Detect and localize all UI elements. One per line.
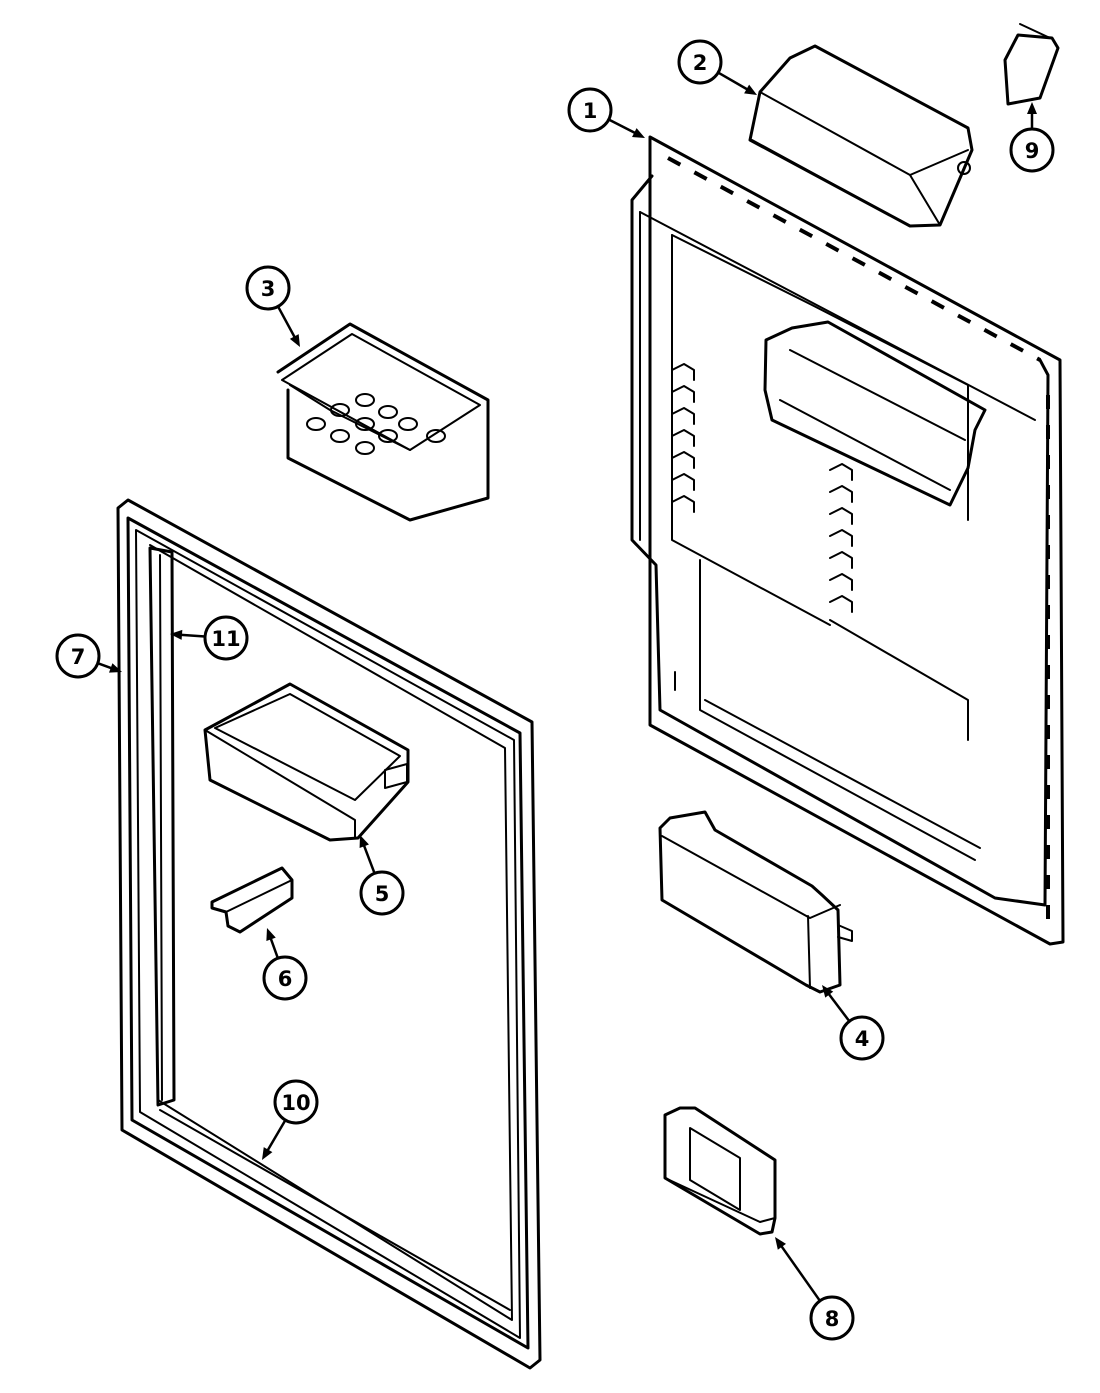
- callout-arrowhead: [262, 1147, 273, 1160]
- callout-arrowhead: [289, 334, 300, 347]
- callout-leader-line: [825, 990, 851, 1022]
- callout-arrowhead: [109, 663, 122, 673]
- callout-arrowhead: [632, 128, 645, 138]
- callout-number: 7: [71, 645, 86, 669]
- callout-number: 8: [825, 1307, 840, 1331]
- callout-circle: [677, 39, 723, 85]
- callout-arrowhead: [266, 928, 276, 941]
- dairy-bin-part: [658, 810, 853, 994]
- callout-3: 3: [245, 265, 300, 347]
- callout-9: 9: [1009, 102, 1055, 173]
- callout-10: 10: [262, 1079, 319, 1160]
- callout-number: 10: [281, 1091, 310, 1115]
- callout-circle: [839, 1015, 885, 1061]
- callout-number: 6: [278, 967, 293, 991]
- callout-circle: [359, 870, 405, 916]
- callout-arrowhead: [359, 835, 369, 848]
- door-bin-part: [203, 682, 410, 842]
- small-bin-part: [663, 1106, 777, 1236]
- clip-part: [210, 866, 294, 934]
- door-gasket-part: [116, 498, 542, 1370]
- callout-6: 6: [262, 928, 308, 1001]
- callout-number: 3: [261, 277, 276, 301]
- callout-circle: [1009, 127, 1055, 173]
- callout-number: 11: [211, 627, 240, 651]
- egg-bin-part: [276, 322, 490, 522]
- callout-arrowhead: [170, 629, 183, 640]
- callout-7: 7: [55, 633, 122, 679]
- callout-number: 5: [375, 882, 390, 906]
- callout-arrowhead: [822, 985, 834, 998]
- callout-leader-line: [276, 305, 298, 341]
- callout-circle: [273, 1079, 319, 1125]
- callout-8: 8: [775, 1237, 855, 1341]
- door-liner-part: [630, 135, 1065, 946]
- callout-circle: [262, 955, 308, 1001]
- callout-1: 1: [567, 87, 645, 138]
- callout-leader-line: [177, 633, 206, 638]
- callout-arrowhead: [744, 84, 757, 95]
- callout-layer: 1 2 3 4 5 6 7 8 9 10 11: [55, 39, 1055, 1341]
- callout-5: 5: [359, 835, 405, 916]
- callout-circle: [55, 633, 101, 679]
- callout-arrowhead: [775, 1237, 786, 1250]
- callout-2: 2: [677, 39, 757, 95]
- callout-11: 11: [170, 615, 249, 661]
- callout-number: 1: [583, 99, 598, 123]
- callout-number: 4: [855, 1027, 870, 1051]
- callout-4: 4: [822, 985, 885, 1061]
- callout-circle: [567, 87, 613, 133]
- cap-part: [1003, 23, 1060, 106]
- callout-leader-line: [361, 842, 376, 874]
- callout-arrowhead: [1027, 102, 1037, 114]
- callout-number: 2: [693, 51, 708, 75]
- shelf-cover-part: [748, 44, 974, 228]
- callout-number: 9: [1025, 139, 1040, 163]
- callout-leader-line: [268, 935, 280, 959]
- callout-circle: [203, 615, 249, 661]
- callout-circle: [245, 265, 291, 311]
- callout-circle: [809, 1295, 855, 1341]
- callout-leader-line: [778, 1242, 821, 1302]
- callout-leader-line: [608, 118, 639, 136]
- callout-leader-line: [264, 1119, 287, 1154]
- callout-leader-line: [717, 71, 751, 93]
